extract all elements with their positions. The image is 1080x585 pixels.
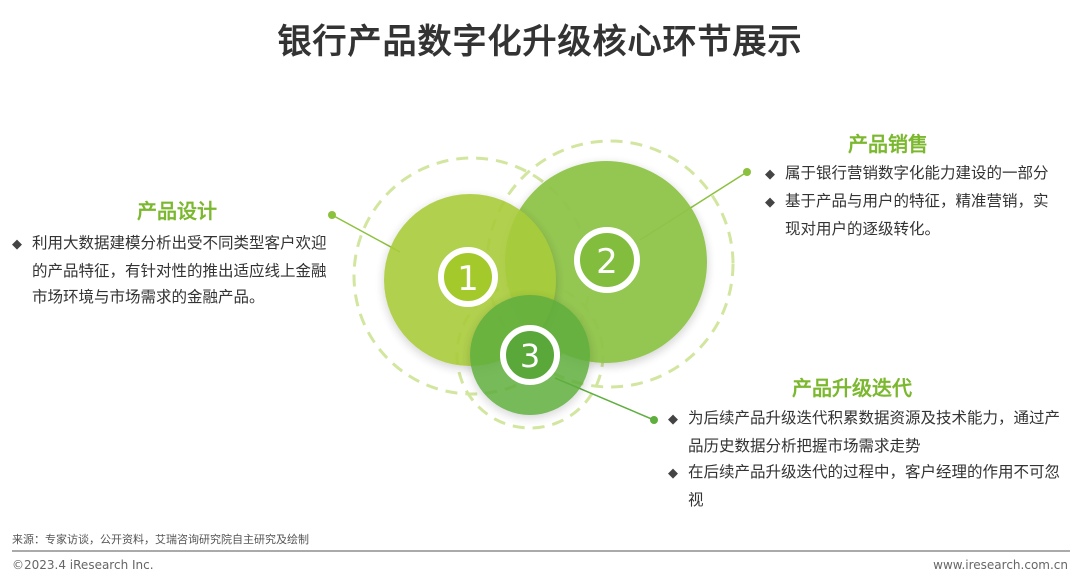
iteration-bullets: 为后续产品升级迭代积累数据资源及技术能力，通过产品历史数据分析把握市场需求走势 …	[668, 405, 1073, 513]
connector-dot-1	[328, 211, 336, 219]
design-bullets: 利用大数据建模分析出受不同类型客户欢迎的产品特征，有针对性的推出适应线上金融市场…	[12, 230, 337, 310]
footer-divider	[12, 550, 1070, 552]
badge-1	[438, 247, 498, 307]
badge-2	[574, 227, 640, 293]
bullet: 基于产品与用户的特征，精准营销，实现对用户的逐级转化。	[765, 188, 1055, 242]
copyright: ©2023.4 iResearch Inc.	[12, 558, 154, 572]
bullet: 属于银行营销数字化能力建设的一部分	[765, 160, 1055, 188]
connector-dot-3	[650, 416, 658, 424]
heading-sales: 产品销售	[848, 132, 928, 156]
page-title: 银行产品数字化升级核心环节展示	[277, 22, 803, 62]
badge-2-number: 2	[596, 242, 618, 282]
bullet: 利用大数据建模分析出受不同类型客户欢迎的产品特征，有针对性的推出适应线上金融市场…	[12, 230, 337, 310]
connector-dot-2	[743, 168, 751, 176]
bullet: 为后续产品升级迭代积累数据资源及技术能力，通过产品历史数据分析把握市场需求走势	[668, 405, 1073, 459]
bullet: 在后续产品升级迭代的过程中，客户经理的作用不可忽视	[668, 459, 1073, 513]
badge-3-number: 3	[520, 337, 540, 375]
badge-1-number: 1	[457, 259, 479, 299]
badge-3	[500, 325, 560, 385]
heading-design: 产品设计	[137, 199, 217, 223]
sales-bullets: 属于银行营销数字化能力建设的一部分 基于产品与用户的特征，精准营销，实现对用户的…	[765, 160, 1055, 242]
connector-1	[331, 214, 401, 253]
heading-iteration: 产品升级迭代	[792, 376, 912, 400]
website-link[interactable]: www.iresearch.com.cn	[933, 558, 1068, 572]
source-note: 来源：专家访谈，公开资料，艾瑞咨询研究院自主研究及绘制	[12, 533, 309, 546]
